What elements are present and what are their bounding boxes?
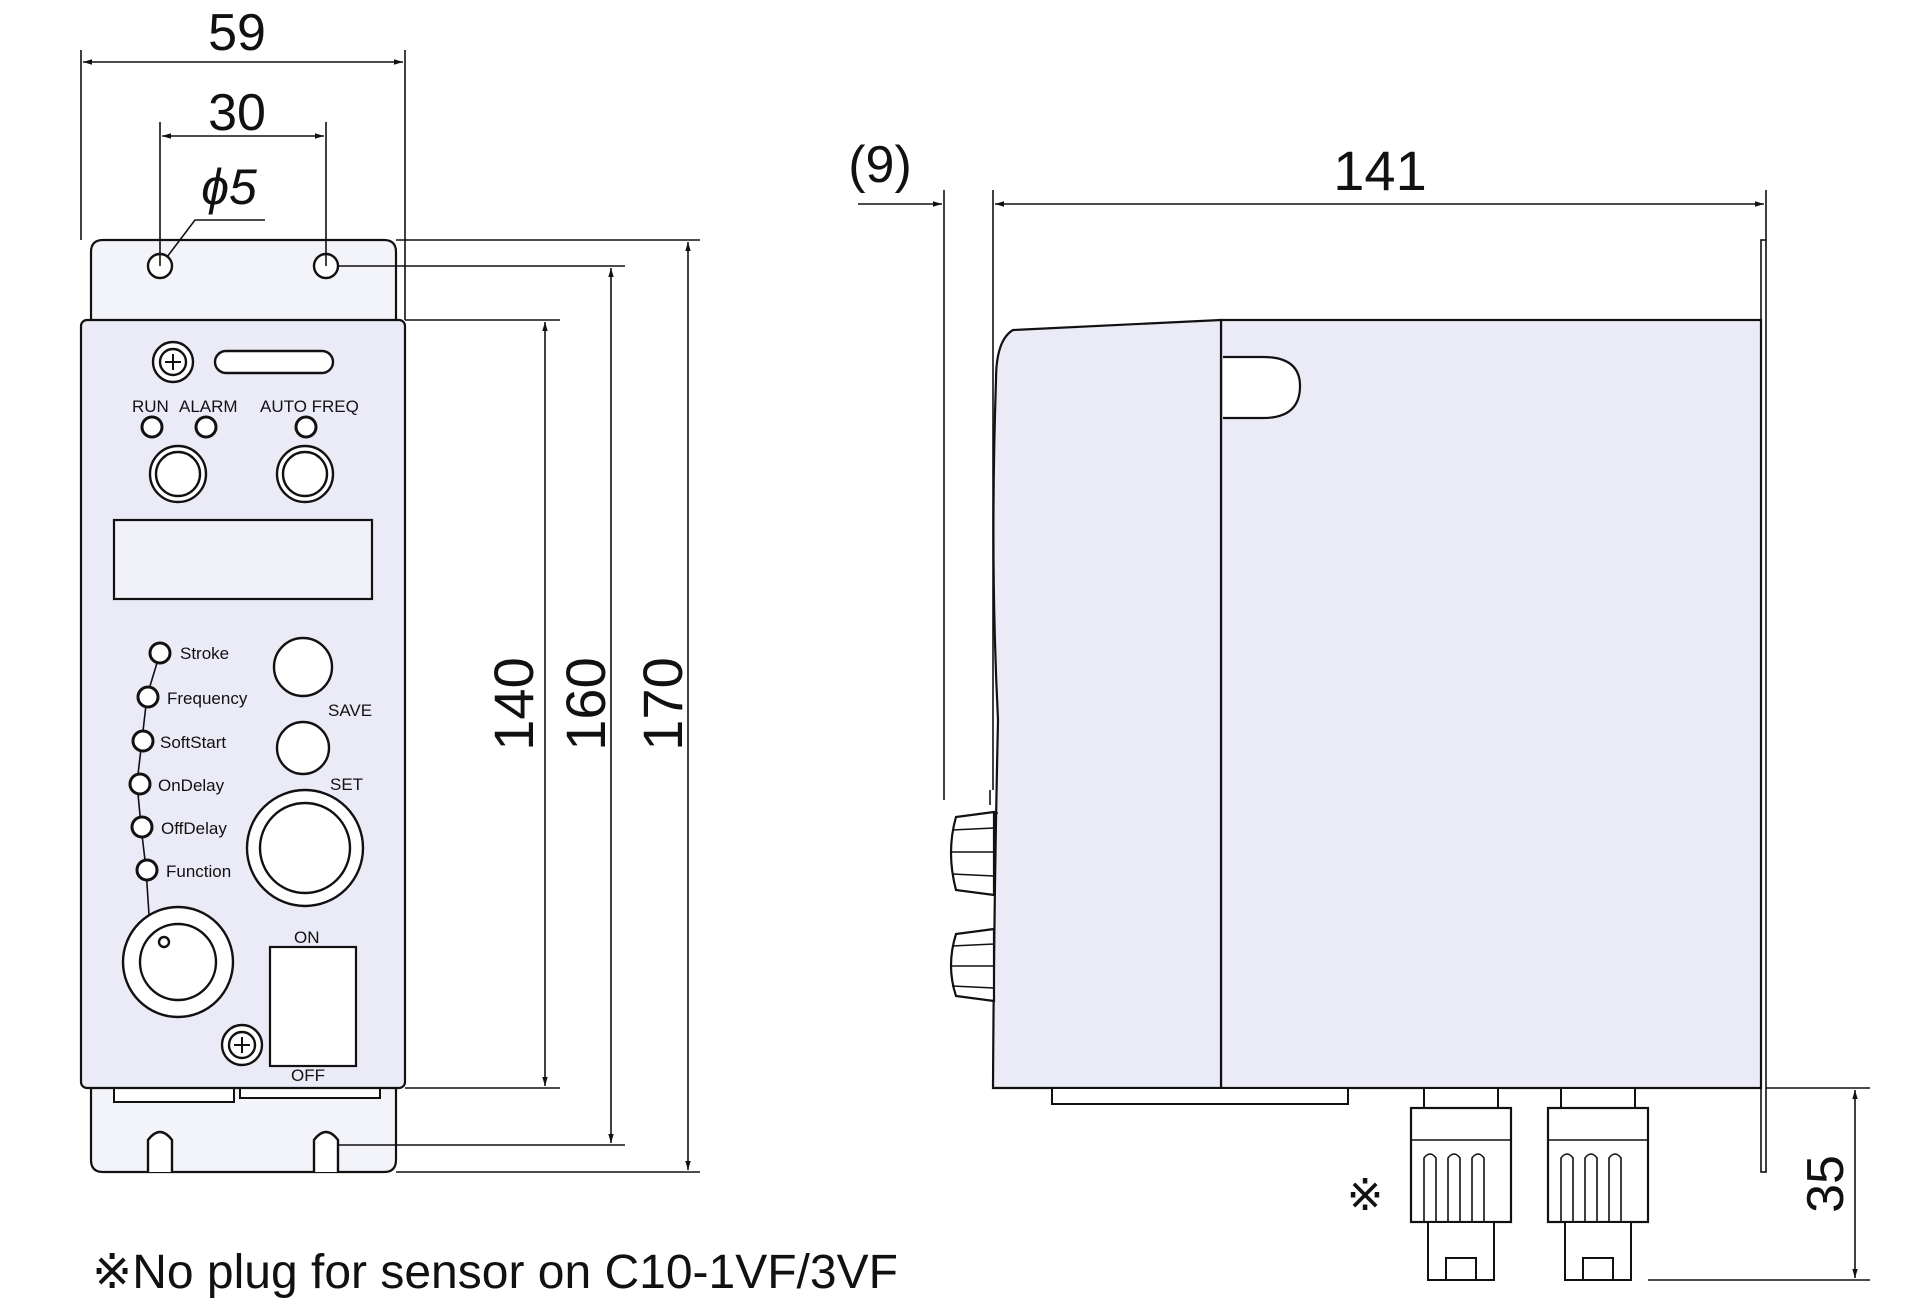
save-label: SAVE <box>328 701 372 720</box>
set-label: SET <box>330 775 363 794</box>
side-knob-upper <box>949 790 998 897</box>
slot-left <box>146 1130 174 1172</box>
frequency-led <box>136 685 160 709</box>
set-button[interactable] <box>275 720 331 776</box>
front-dimensions: 59 30 ϕ5 140 160 170 <box>80 4 700 1173</box>
display-window <box>112 518 374 601</box>
menu-item-frequency: Frequency <box>167 689 248 708</box>
bottom-tab-left <box>113 1087 235 1103</box>
side-bottom-bracket <box>1051 1087 1349 1105</box>
footnote: ※No plug for sensor on C10-1VF/3VF <box>92 1246 898 1299</box>
ondelay-led <box>128 772 152 796</box>
side-front-cover <box>991 318 1223 1090</box>
dim-connector: 35 <box>1797 1155 1855 1213</box>
side-knob-lower <box>949 927 996 1003</box>
power-switch[interactable] <box>268 945 358 1068</box>
alarm-label: ALARM <box>179 397 238 416</box>
connector-mark: ※ <box>1347 1171 1384 1220</box>
main-dial-inner <box>258 801 352 895</box>
connector-left <box>1409 1087 1513 1281</box>
alarm-led <box>194 415 218 439</box>
dim-width: 59 <box>208 4 266 62</box>
menu-item-ondelay: OnDelay <box>158 776 225 795</box>
connector-right <box>1546 1087 1650 1281</box>
side-top-tab <box>1223 355 1302 420</box>
menu-item-function: Function <box>166 862 231 881</box>
dim-hole-pitch: 30 <box>208 84 266 142</box>
menu-item-offdelay: OffDelay <box>161 819 227 838</box>
dim-h-panel: 140 <box>482 657 545 750</box>
save-button[interactable] <box>272 636 334 698</box>
screw-top-icon <box>151 340 195 384</box>
switch-off-label: OFF <box>291 1066 325 1085</box>
softstart-led <box>131 729 155 753</box>
selector-knob-inner <box>138 922 218 1002</box>
auto-freq-led <box>294 415 318 439</box>
dim-depth: 141 <box>1333 139 1426 202</box>
dim-offset: (9) <box>848 136 912 194</box>
top-mount-plate <box>89 238 398 330</box>
side-housing <box>1219 318 1763 1090</box>
auto-freq-button-inner <box>281 450 329 498</box>
auto-freq-label: AUTO FREQ <box>260 397 359 416</box>
dim-hole-dia-leader <box>166 219 265 258</box>
stroke-led <box>148 641 172 665</box>
side-dimensions: 141 (9) 35 <box>848 136 1870 1281</box>
menu-item-softstart: SoftStart <box>160 733 226 752</box>
selector-knob-mark <box>157 935 171 949</box>
dim-h-mount: 160 <box>554 657 617 750</box>
switch-on-label: ON <box>294 928 320 947</box>
front-view: RUN ALARM AUTO FREQ Stroke Frequency Sof… <box>79 238 407 1174</box>
run-led <box>140 415 164 439</box>
screw-bottom-icon <box>220 1023 264 1067</box>
run-label: RUN <box>132 397 169 416</box>
dim-hole-dia: ϕ5 <box>201 159 257 215</box>
function-led <box>135 858 159 882</box>
run-button-inner <box>154 450 202 498</box>
side-view: ※ <box>949 239 1767 1281</box>
offdelay-led <box>130 815 154 839</box>
menu-item-stroke: Stroke <box>180 644 229 663</box>
dim-h-overall: 170 <box>631 657 694 750</box>
slot-right <box>312 1130 340 1172</box>
indicator-slot <box>213 349 335 375</box>
bottom-tab-right <box>239 1087 381 1099</box>
